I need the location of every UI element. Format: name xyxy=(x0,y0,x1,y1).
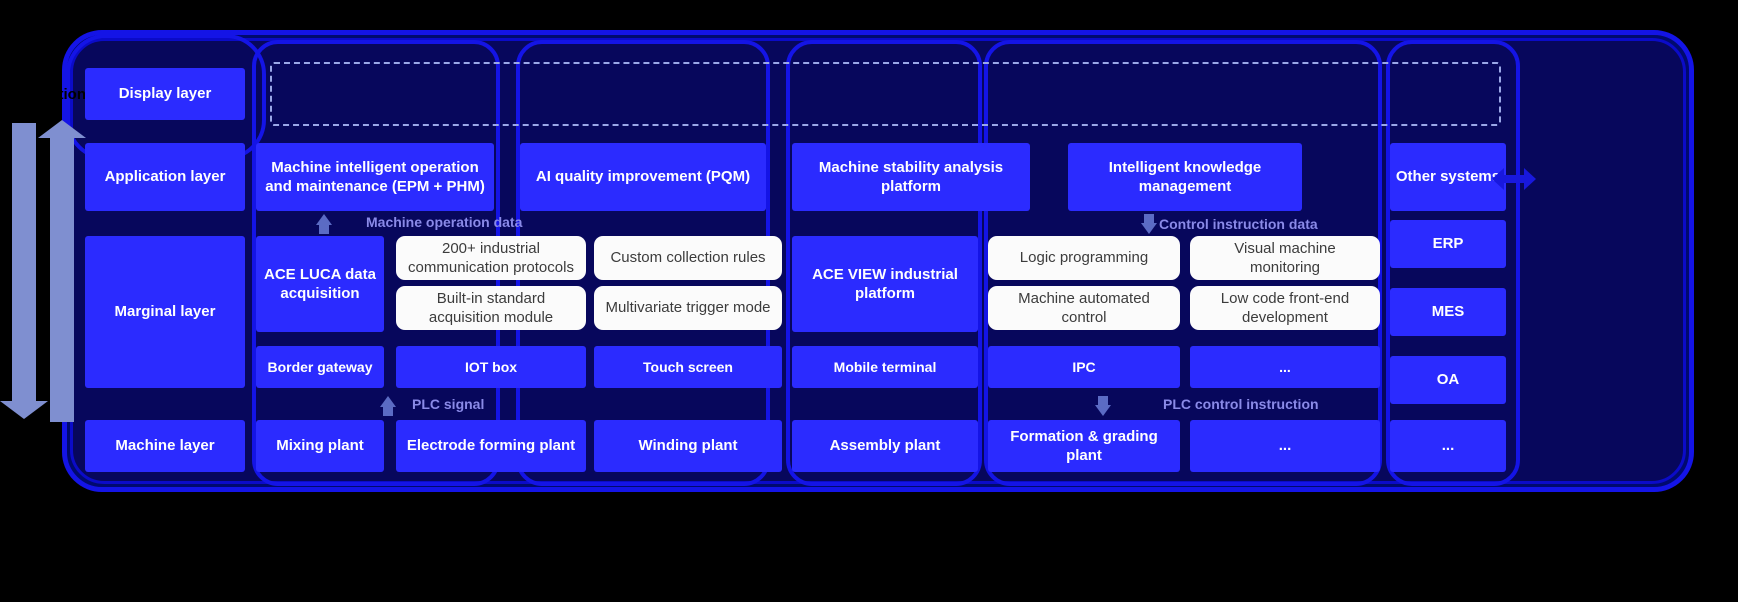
feature-custom-rules[interactable]: Custom collection rules xyxy=(594,236,782,280)
layer-label-display: Display layer xyxy=(85,68,245,120)
feature-logic-programming[interactable]: Logic programming xyxy=(988,236,1180,280)
side-caption-text: tion xyxy=(58,86,87,103)
marginal-right-platform[interactable]: ACE VIEW industrial platform xyxy=(792,236,978,332)
upward-flow-arrow xyxy=(38,120,86,422)
band-label-control-instruction-data: Control instruction data xyxy=(1159,216,1318,232)
device-border-gateway[interactable]: Border gateway xyxy=(256,346,384,388)
control-data-down-arrow-icon xyxy=(1141,214,1157,234)
plant-winding[interactable]: Winding plant xyxy=(594,420,782,472)
band-label-machine-operation-data: Machine operation data xyxy=(366,214,523,230)
feature-visual-monitoring[interactable]: Visual machine monitoring xyxy=(1190,236,1380,280)
machine-data-up-arrow-icon xyxy=(316,214,332,234)
band-label-plc-control-instruction: PLC control instruction xyxy=(1163,396,1319,412)
plc-control-down-arrow-icon xyxy=(1095,396,1111,416)
plant-formation-grading[interactable]: Formation & grading plant xyxy=(988,420,1180,472)
plant-more[interactable]: ... xyxy=(1190,420,1380,472)
plc-signal-up-arrow-icon xyxy=(380,396,396,416)
other-system-erp[interactable]: ERP xyxy=(1390,220,1506,268)
layer-label-marginal: Marginal layer xyxy=(85,236,245,388)
band-label-plc-signal: PLC signal xyxy=(412,396,485,412)
feature-protocols[interactable]: 200+ industrial communication protocols xyxy=(396,236,586,280)
feature-standard-module[interactable]: Built-in standard acquisition module xyxy=(396,286,586,330)
plant-assembly[interactable]: Assembly plant xyxy=(792,420,978,472)
plant-mixing[interactable]: Mixing plant xyxy=(256,420,384,472)
marginal-left-platform[interactable]: ACE LUCA data acquisition xyxy=(256,236,384,332)
other-system-oa[interactable]: OA xyxy=(1390,356,1506,404)
dashed-top-region xyxy=(270,62,1501,126)
feature-low-code-dev[interactable]: Low code front-end development xyxy=(1190,286,1380,330)
other-systems-more[interactable]: ... xyxy=(1390,420,1506,472)
downward-flow-arrow xyxy=(0,123,48,419)
flow-direction-arrows xyxy=(0,115,86,422)
device-touch-screen[interactable]: Touch screen xyxy=(594,346,782,388)
device-mobile-terminal[interactable]: Mobile terminal xyxy=(792,346,978,388)
device-ipc[interactable]: IPC xyxy=(988,346,1180,388)
bidirectional-arrow-icon xyxy=(1492,168,1536,190)
device-more[interactable]: ... xyxy=(1190,346,1380,388)
feature-automated-control[interactable]: Machine automated control xyxy=(988,286,1180,330)
device-iot-box[interactable]: IOT box xyxy=(396,346,586,388)
other-systems-title[interactable]: Other systems xyxy=(1390,143,1506,211)
app-box-stability[interactable]: Machine stability analysis platform xyxy=(792,143,1030,211)
layer-label-application: Application layer xyxy=(85,143,245,211)
app-box-knowledge[interactable]: Intelligent knowledge management xyxy=(1068,143,1302,211)
plant-electrode-forming[interactable]: Electrode forming plant xyxy=(396,420,586,472)
app-box-epm-phm[interactable]: Machine intelligent operation and mainte… xyxy=(256,143,494,211)
layer-label-machine: Machine layer xyxy=(85,420,245,472)
app-box-pqm[interactable]: AI quality improvement (PQM) xyxy=(520,143,766,211)
other-system-mes[interactable]: MES xyxy=(1390,288,1506,336)
feature-multivariate-trigger[interactable]: Multivariate trigger mode xyxy=(594,286,782,330)
